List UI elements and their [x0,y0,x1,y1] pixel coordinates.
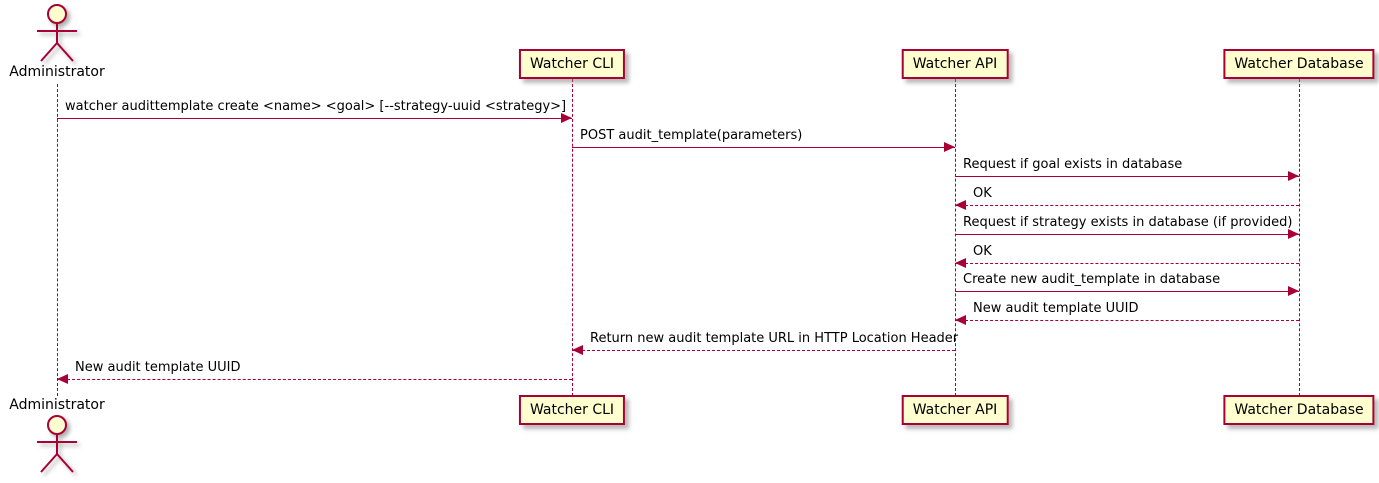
message-line [955,263,1299,264]
participant-box-bottom: Watcher Database [1223,395,1375,425]
message-arrowhead-icon [57,374,68,384]
message-label: Create new audit_template in database [963,272,1221,287]
participant-box-top: Watcher Database [1223,49,1375,79]
message-label: Return new audit template URL in HTTP Lo… [590,331,959,346]
message-label: New audit template UUID [973,301,1139,316]
participant-box-bottom: Watcher CLI [518,395,626,425]
actor-figure-icon [31,3,83,67]
message-arrowhead-icon [561,113,572,123]
message-label: New audit template UUID [75,360,241,375]
lifeline [57,84,58,396]
participant-box-bottom: Watcher API [901,395,1009,425]
actor-figure-icon [31,414,83,478]
message-line [955,176,1299,177]
actor-label-top: Administrator [9,64,105,80]
message-label: POST audit_template(parameters) [580,128,803,143]
message-label: Request if goal exists in database [963,157,1183,172]
message-arrowhead-icon [955,258,966,268]
message-label: OK [973,186,992,201]
message-arrowhead-icon [572,345,583,355]
message-arrowhead-icon [1288,286,1299,296]
message-line [955,320,1299,321]
lifeline [572,79,573,396]
message-label: watcher audittemplate create <name> <goa… [65,99,567,114]
message-label: Request if strategy exists in database (… [963,215,1293,230]
participant-box-top: Watcher API [901,49,1009,79]
message-line [955,205,1299,206]
message-arrowhead-icon [955,315,966,325]
message-line [572,350,955,351]
message-arrowhead-icon [1288,229,1299,239]
message-arrowhead-icon [1288,171,1299,181]
participant-box-top: Watcher CLI [518,49,626,79]
lifeline [1299,79,1300,396]
message-arrowhead-icon [955,200,966,210]
message-line [57,118,572,119]
message-line [955,234,1299,235]
message-label: OK [973,244,992,259]
message-arrowhead-icon [944,142,955,152]
message-line [955,291,1299,292]
message-line [57,379,572,380]
message-line [572,147,955,148]
lifeline [955,79,956,396]
actor-label-bottom: Administrator [9,397,105,413]
